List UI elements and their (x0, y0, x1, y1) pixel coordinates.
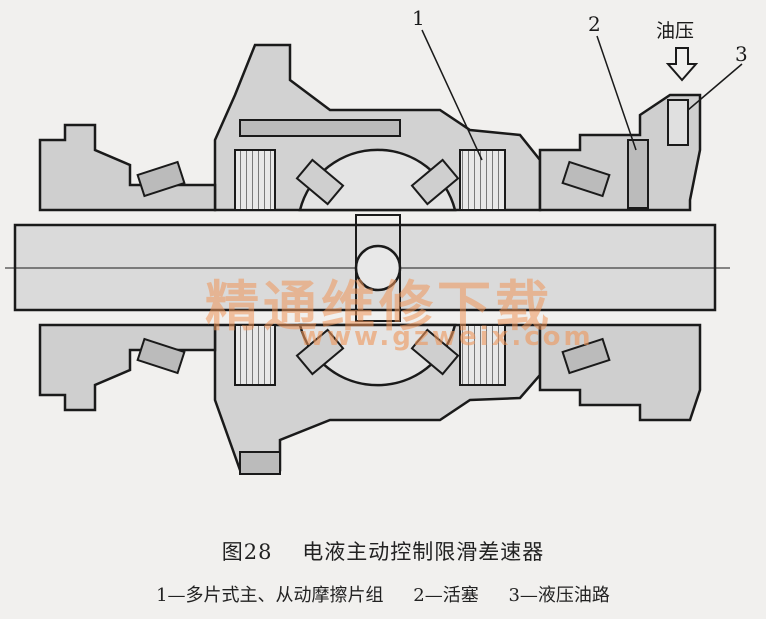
bottom-bolt (239, 451, 281, 475)
callout-2: 2 (588, 12, 601, 36)
pinion-gear-bottom-right (410, 328, 460, 376)
figure-title: 电液主动控制限滑差速器 (302, 540, 545, 564)
bearing-right-top (561, 160, 611, 198)
legend-item-2: 2—活塞 (413, 585, 479, 606)
cross-shaft (355, 214, 401, 322)
callout-3: 3 (735, 42, 748, 66)
top-bolt (239, 119, 401, 137)
differential-diagram: 1 2 3 油压 精通维修下载 www.gzweix.com (5, 6, 748, 475)
watermark-url: www.gzweix.com (300, 322, 594, 352)
figure-legend: 1—多片式主、从动摩擦片组 2—活塞 3—液压油路 (0, 581, 766, 607)
differential-cross-section (5, 29, 743, 475)
left-bearing-housing-bottom (38, 323, 217, 412)
piston (627, 139, 649, 209)
bearing-right-bottom (561, 337, 611, 375)
legend-item-1: 1—多片式主、从动摩擦片组 (156, 585, 384, 606)
figure-caption: 图28 电液主动控制限滑差速器 (0, 536, 766, 566)
bearing-left-top (136, 160, 186, 198)
pinion-gear-top-left (295, 158, 345, 206)
friction-pack-left-top (234, 149, 276, 211)
watermark-text: 精通维修下载 (205, 275, 553, 338)
friction-pack-right-bottom (459, 324, 506, 386)
oil-pressure-arrow (665, 47, 699, 82)
callout-1: 1 (412, 6, 425, 30)
leader-2 (596, 35, 637, 151)
hydraulic-line (667, 99, 689, 146)
left-bearing-housing-top (38, 123, 217, 212)
bearing-left-bottom (136, 337, 186, 375)
friction-pack-right-top (459, 149, 506, 211)
pinion-gear-top-right (410, 158, 460, 206)
leader-1 (421, 29, 483, 161)
leader-3 (687, 63, 743, 111)
oil-pressure-label: 油压 (656, 20, 695, 42)
friction-pack-left-bottom (234, 324, 276, 386)
pinion-gear-bottom-left (295, 328, 345, 376)
figure-number: 图28 (221, 540, 273, 564)
legend-item-3: 3—液压油路 (508, 585, 610, 606)
